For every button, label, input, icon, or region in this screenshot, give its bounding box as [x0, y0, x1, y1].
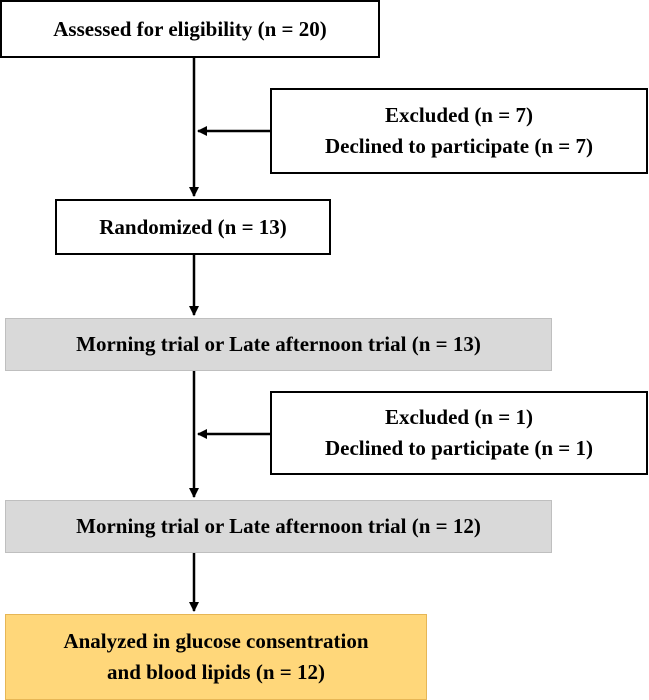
assessed-label: Assessed for eligibility (n = 20): [53, 16, 327, 41]
analyzed-box: Analyzed in glucose consentration and bl…: [5, 614, 427, 700]
excluded-2-label: Excluded (n = 1): [385, 405, 533, 429]
analyzed-label: Analyzed in glucose consentration: [63, 629, 369, 653]
excluded-2-reason: Declined to participate (n = 1): [324, 436, 593, 460]
trial-box-1: Morning trial or Late afternoon trial (n…: [5, 318, 552, 371]
analyzed-label-2: and blood lipids (n = 12): [107, 660, 325, 684]
randomized-box: Randomized (n = 13): [55, 199, 331, 255]
trial-box-2: Morning trial or Late afternoon trial (n…: [5, 500, 552, 553]
randomized-label: Randomized (n = 13): [99, 214, 287, 239]
excluded-box-2: Excluded (n = 1) Declined to participate…: [270, 391, 648, 475]
trial-2-label: Morning trial or Late afternoon trial (n…: [76, 514, 481, 538]
assessed-box: Assessed for eligibility (n = 20): [0, 0, 380, 58]
trial-1-label: Morning trial or Late afternoon trial (n…: [76, 332, 481, 356]
excluded-1-label: Excluded (n = 7): [385, 103, 533, 127]
excluded-1-reason: Declined to participate (n = 7): [324, 134, 593, 158]
excluded-box-1: Excluded (n = 7) Declined to participate…: [270, 88, 648, 174]
